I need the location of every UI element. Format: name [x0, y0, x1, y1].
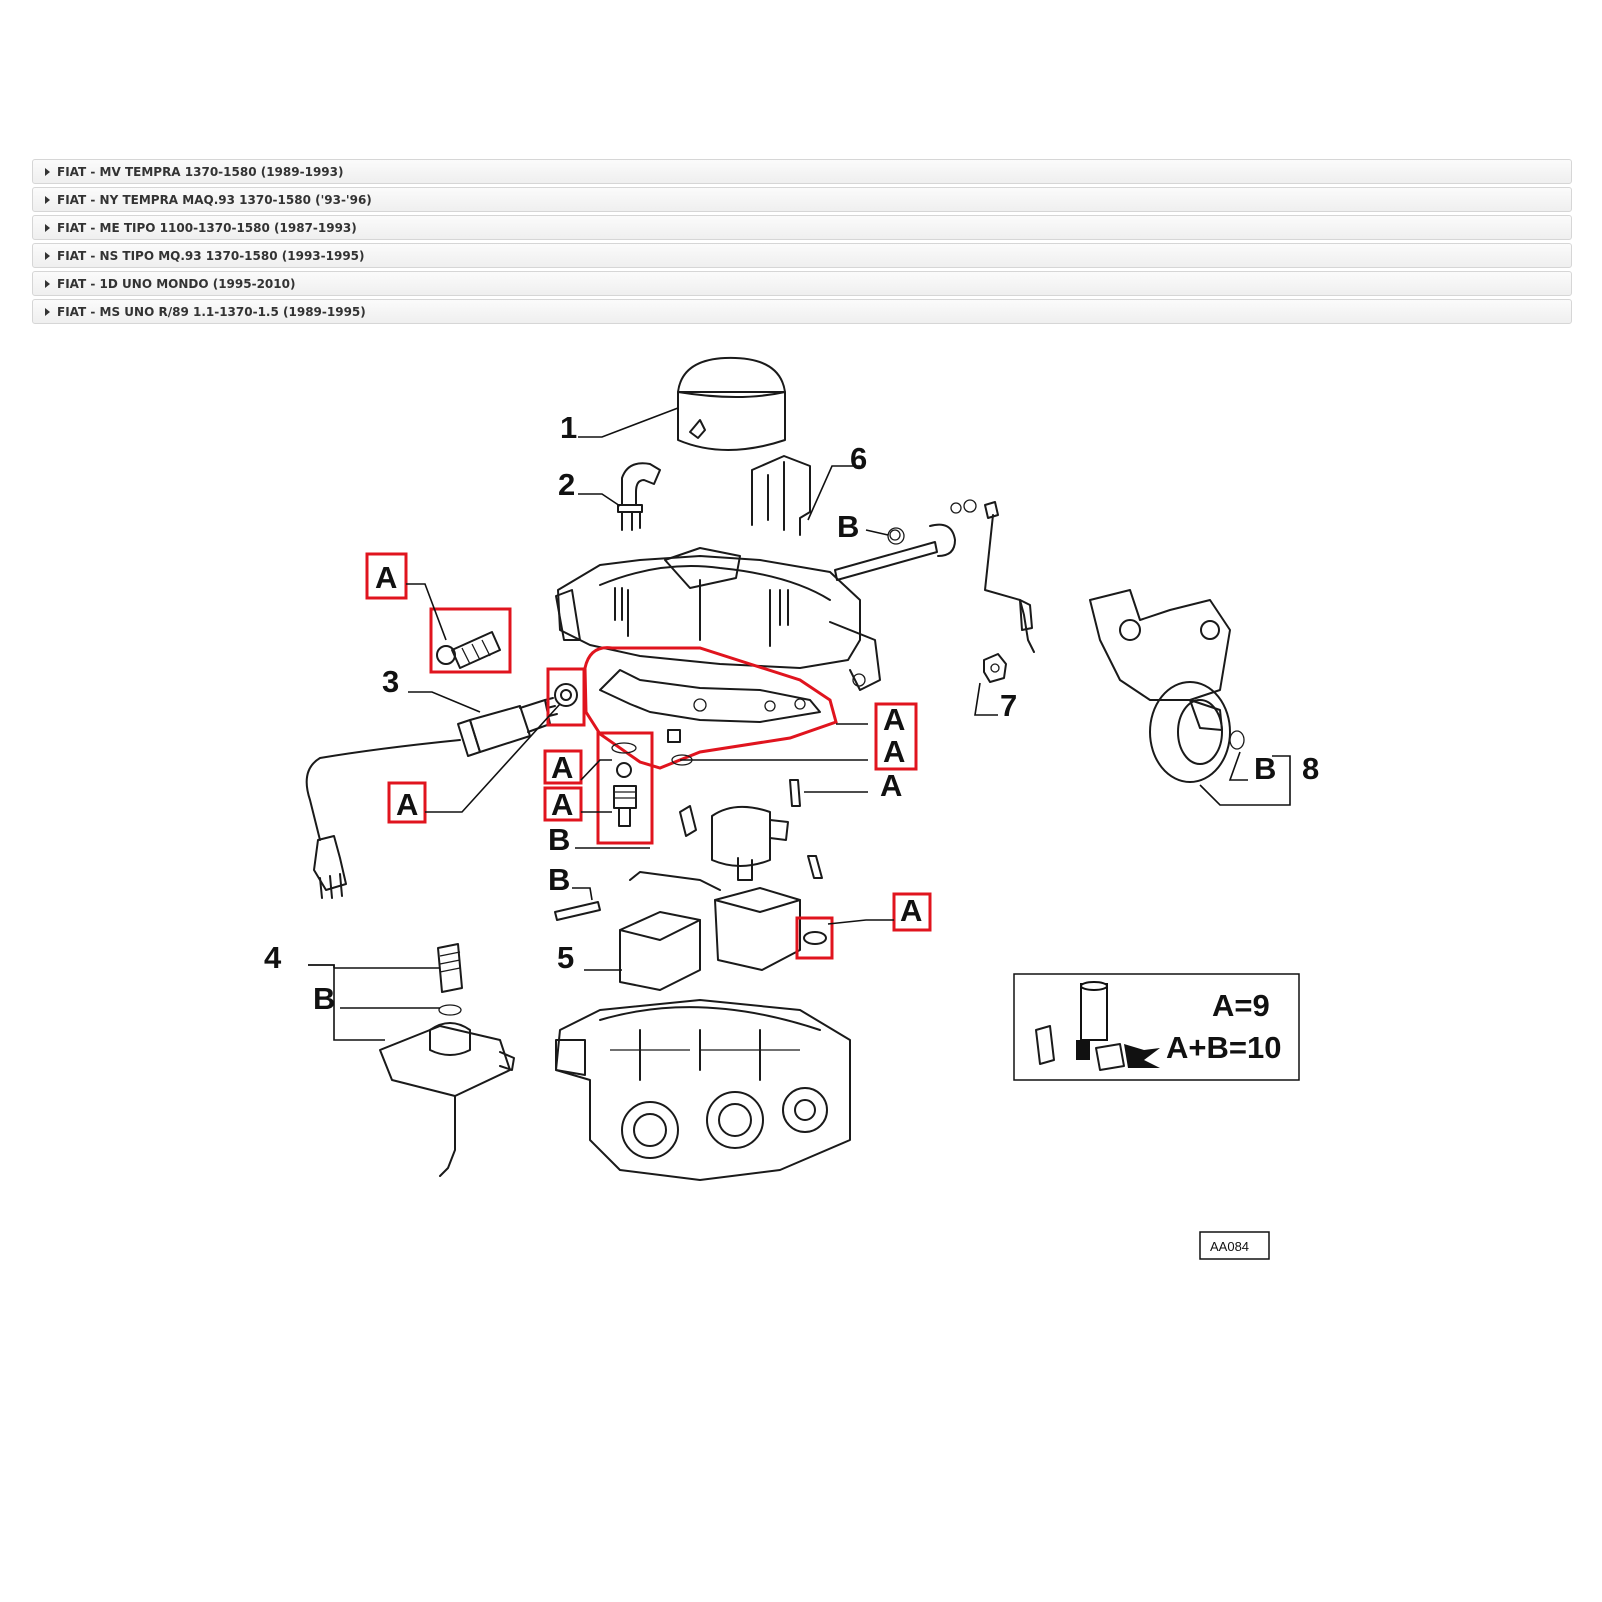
model-label: FIAT - NY TEMPRA MAQ.93 1370-1580 ('93-'…: [57, 192, 372, 207]
part-gasket: [599, 669, 821, 723]
highlight-a-oring: [795, 916, 834, 960]
part-carb-lower-body: [555, 999, 851, 1181]
callout-b-hinge: B: [548, 862, 570, 897]
callout-5: 5: [557, 940, 574, 975]
part-6-bracket: [751, 455, 811, 536]
caret-right-icon: [45, 307, 50, 316]
callout-a-filter: A: [375, 560, 397, 595]
model-label: FIAT - MS UNO R/89 1.1-1370-1.5 (1989-19…: [57, 304, 366, 319]
leader-3: [408, 691, 481, 713]
caret-right-icon: [45, 223, 50, 232]
highlight-a-seal: [546, 667, 586, 727]
legend-box: A=9 A+B=10: [1013, 973, 1300, 1081]
callout-a-gasket-2: A: [883, 734, 905, 769]
callout-6: 6: [850, 441, 867, 476]
callout-b-8: B: [1254, 751, 1276, 786]
part-jet-filter: [436, 631, 501, 669]
callout-3: 3: [382, 664, 399, 699]
legend-a: A=9: [1212, 988, 1270, 1023]
callout-4: 4: [264, 940, 282, 975]
model-list: FIAT - MV TEMPRA 1370-1580 (1989-1993) F…: [32, 159, 1572, 327]
part-8-diaphragm: [1089, 589, 1245, 783]
highlight-a-label-3: [543, 749, 583, 785]
part-choke-link: [950, 499, 1035, 653]
part-2-elbow: [617, 462, 661, 531]
callout-a-gasket-1: A: [883, 702, 905, 737]
model-row-me-tipo[interactable]: FIAT - ME TIPO 1100-1370-1580 (1987-1993…: [32, 215, 1572, 240]
caret-right-icon: [45, 251, 50, 260]
leader-a-seal: [425, 703, 561, 813]
leader-4-stub: [308, 964, 335, 968]
leader-8: [1199, 755, 1291, 806]
highlight-a-label-4: [543, 786, 583, 822]
part-hinge-pin: [554, 901, 601, 921]
callout-a-needle-2: A: [551, 787, 573, 822]
leader-6: [807, 465, 860, 521]
model-label: FIAT - NS TIPO MQ.93 1370-1580 (1993-199…: [57, 248, 365, 263]
callout-b-pin: A: [880, 768, 902, 803]
model-label: FIAT - ME TIPO 1100-1370-1580 (1987-1993…: [57, 220, 357, 235]
part-needle-valve: [611, 742, 637, 827]
model-label: FIAT - 1D UNO MONDO (1995-2010): [57, 276, 296, 291]
legend-ab: A+B=10: [1166, 1030, 1281, 1065]
leader-7: [974, 682, 998, 716]
model-row-mv-tempra[interactable]: FIAT - MV TEMPRA 1370-1580 (1989-1993): [32, 159, 1572, 184]
model-row-ny-tempra[interactable]: FIAT - NY TEMPRA MAQ.93 1370-1580 ('93-'…: [32, 187, 1572, 212]
callout-1: 1: [560, 410, 577, 445]
highlight-needle-valve: [596, 731, 654, 845]
leader-1: [578, 407, 679, 438]
model-label: FIAT - MV TEMPRA 1370-1580 (1989-1993): [57, 164, 344, 179]
diagram-code-box: AA084: [1199, 1231, 1270, 1260]
leader-b-8: [1228, 751, 1248, 781]
leader-b-top: [865, 529, 889, 536]
callout-7: 7: [1000, 688, 1017, 723]
callout-8: 8: [1302, 751, 1319, 786]
caret-right-icon: [45, 195, 50, 204]
callout-a-oring: A: [900, 893, 922, 928]
part-1-cover: [677, 356, 786, 451]
leader-a-filter: [406, 583, 447, 641]
diagram-code: AA084: [1210, 1239, 1249, 1254]
highlight-a-label-6: [874, 702, 918, 771]
caret-right-icon: [45, 167, 50, 176]
highlight-a-label-1: [365, 552, 408, 600]
highlight-a-filter: [429, 607, 512, 674]
leader-a-oring: [827, 919, 894, 925]
leader-a-needle-1: [580, 759, 612, 781]
callout-a-seal: A: [396, 787, 418, 822]
callout-b-shaft: B: [837, 509, 859, 544]
leader-b-hinge: [572, 887, 593, 901]
highlight-a-label-5: [892, 892, 932, 932]
part-3-solenoid: [305, 697, 558, 899]
callout-b-pump: B: [313, 981, 335, 1016]
caret-right-icon: [45, 279, 50, 288]
part-5-float: [619, 855, 823, 991]
highlight-gasket: [583, 646, 838, 770]
leader-2: [578, 493, 621, 507]
model-row-ms-uno[interactable]: FIAT - MS UNO R/89 1.1-1370-1.5 (1989-19…: [32, 299, 1572, 324]
highlight-a-label-2: [387, 781, 427, 824]
model-row-ns-tipo[interactable]: FIAT - NS TIPO MQ.93 1370-1580 (1993-199…: [32, 243, 1572, 268]
callout-a-needle-1: A: [551, 750, 573, 785]
part-4-pump: [379, 943, 515, 1177]
model-row-1d-uno[interactable]: FIAT - 1D UNO MONDO (1995-2010): [32, 271, 1572, 296]
part-carb-top-body: [555, 547, 881, 691]
callout-2: 2: [558, 467, 575, 502]
callout-b-needle: B: [548, 822, 570, 857]
part-float-assembly: [679, 779, 801, 881]
part-7-clip: [983, 653, 1007, 683]
